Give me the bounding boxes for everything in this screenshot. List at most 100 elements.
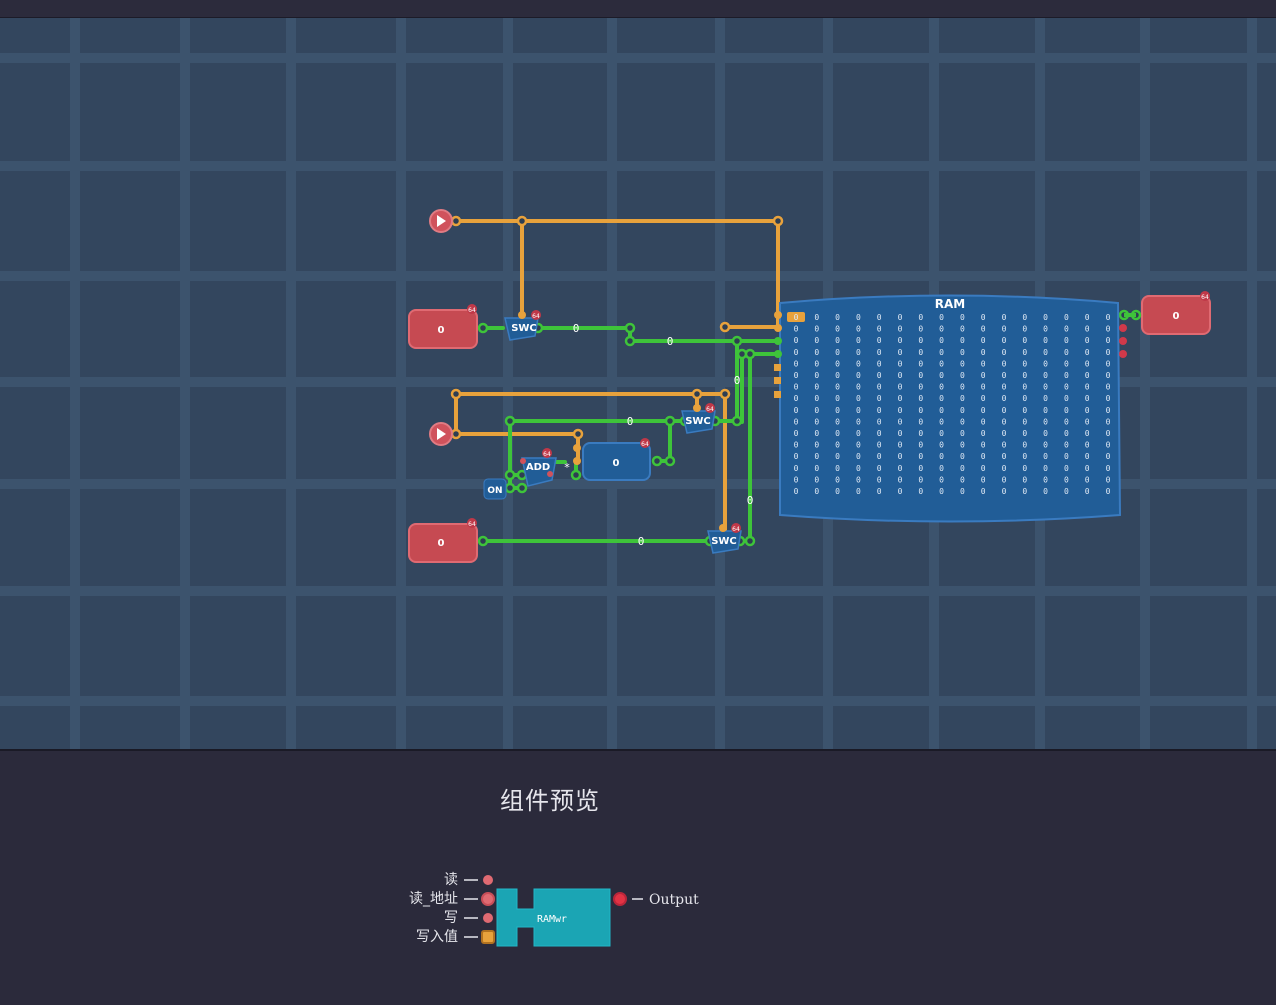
ram-cell: 0 bbox=[1106, 464, 1111, 473]
ram-cell: 0 bbox=[1002, 475, 1007, 484]
ram-cell: 0 bbox=[856, 417, 861, 426]
canvas-svg[interactable]: 0 0 0 0 0 0 bbox=[0, 18, 1276, 749]
ram-cell: 0 bbox=[981, 417, 986, 426]
ram-cell: 0 bbox=[1085, 359, 1090, 368]
preview-pin bbox=[483, 913, 493, 923]
ram-port-read[interactable] bbox=[774, 311, 782, 319]
ram-cell: 0 bbox=[1085, 417, 1090, 426]
ram-cell: 0 bbox=[898, 429, 903, 438]
ram-cell: 0 bbox=[1022, 452, 1027, 461]
ram-cell: 0 bbox=[1085, 371, 1090, 380]
ram-cell: 0 bbox=[981, 429, 986, 438]
ram-cell: 0 bbox=[856, 475, 861, 484]
ram-cell: 0 bbox=[835, 383, 840, 392]
ram-cell: 0 bbox=[1085, 475, 1090, 484]
ram-port[interactable] bbox=[774, 377, 781, 384]
ram-cell: 0 bbox=[918, 371, 923, 380]
ram-cell: 0 bbox=[960, 325, 965, 334]
bit-input-bottom[interactable] bbox=[429, 422, 453, 446]
ram-cell: 0 bbox=[1106, 313, 1111, 322]
ram-cell: 0 bbox=[1043, 359, 1048, 368]
ram-cell: 0 bbox=[835, 371, 840, 380]
ram-cell: 0 bbox=[1106, 336, 1111, 345]
switch-3[interactable]: SWC 64 bbox=[707, 523, 742, 554]
ram-cell: 0 bbox=[918, 452, 923, 461]
ram-cell: 0 bbox=[898, 452, 903, 461]
ram-cell: 0 bbox=[1064, 487, 1069, 496]
ram-cell: 0 bbox=[939, 336, 944, 345]
circuit-canvas[interactable]: 0 0 0 0 0 0 bbox=[0, 18, 1276, 749]
ram-cell: 0 bbox=[1002, 394, 1007, 403]
ram-cell: 0 bbox=[856, 406, 861, 415]
ram-cell: 0 bbox=[960, 359, 965, 368]
ram-cell: 0 bbox=[1022, 429, 1027, 438]
ram-cell: 0 bbox=[898, 348, 903, 357]
ram-cell: 0 bbox=[856, 452, 861, 461]
ram-port-write-value[interactable] bbox=[774, 350, 782, 358]
ram-cell: 0 bbox=[835, 359, 840, 368]
ram-cell: 0 bbox=[814, 348, 819, 357]
byte-input-bottom[interactable]: 0 64 bbox=[408, 518, 478, 563]
byte-output[interactable]: 0 64 bbox=[1118, 291, 1211, 335]
ram-cell: 0 bbox=[939, 383, 944, 392]
ram-cell: 0 bbox=[835, 394, 840, 403]
ram-cell: 0 bbox=[814, 452, 819, 461]
ram-port[interactable] bbox=[774, 391, 781, 398]
bit-input-top[interactable] bbox=[429, 209, 453, 233]
ram-port-out[interactable] bbox=[1119, 324, 1127, 332]
ram-cell: 0 bbox=[794, 417, 799, 426]
ram-cell: 0 bbox=[856, 429, 861, 438]
ram-cell: 0 bbox=[960, 371, 965, 380]
byte-input-top[interactable]: 0 64 bbox=[408, 304, 478, 349]
ram-cell: 0 bbox=[1064, 475, 1069, 484]
ram-cell: 0 bbox=[918, 487, 923, 496]
preview-title: 组件预览 bbox=[500, 787, 600, 815]
register-value: 0 bbox=[613, 458, 620, 469]
ram-cell: 0 bbox=[1106, 406, 1111, 415]
ram-cell: 0 bbox=[1085, 406, 1090, 415]
preview-output-label: Output bbox=[649, 892, 699, 908]
ram-cell: 0 bbox=[1085, 429, 1090, 438]
ram-cell: 0 bbox=[1106, 383, 1111, 392]
ram-cell: 0 bbox=[1106, 441, 1111, 450]
ram-cell: 0 bbox=[814, 371, 819, 380]
ram-cell: 0 bbox=[960, 406, 965, 415]
ram-cell: 0 bbox=[794, 313, 799, 322]
ram-cell: 0 bbox=[877, 406, 882, 415]
ram-cell: 0 bbox=[1043, 441, 1048, 450]
ram-cell: 0 bbox=[1106, 371, 1111, 380]
ram-cell: 0 bbox=[1085, 325, 1090, 334]
ram-cell: 0 bbox=[1043, 464, 1048, 473]
ram-cell: 0 bbox=[1022, 417, 1027, 426]
ram-cell: 0 bbox=[981, 348, 986, 357]
ram-port-read-address[interactable] bbox=[774, 324, 782, 332]
switch-2[interactable]: SWC 64 bbox=[681, 403, 716, 434]
ram-cell: 0 bbox=[1064, 348, 1069, 357]
ram-cell: 0 bbox=[814, 394, 819, 403]
ram-cell: 0 bbox=[877, 429, 882, 438]
switch-label: SWC bbox=[711, 536, 737, 547]
ram-port-out[interactable] bbox=[1119, 337, 1127, 345]
preview-body bbox=[496, 888, 611, 947]
ram-cell: 0 bbox=[981, 313, 986, 322]
adder[interactable]: ADD 64 * bbox=[520, 448, 570, 487]
ram-cell: 0 bbox=[1064, 417, 1069, 426]
ram-cell: 0 bbox=[960, 464, 965, 473]
ram-cell: 0 bbox=[939, 452, 944, 461]
ram-cell: 0 bbox=[898, 313, 903, 322]
ram-cell: 0 bbox=[1022, 348, 1027, 357]
ram-port-write[interactable] bbox=[774, 337, 782, 345]
ram-port-out[interactable] bbox=[1119, 350, 1127, 358]
ram-cell: 0 bbox=[1106, 417, 1111, 426]
ram-cell: 0 bbox=[960, 394, 965, 403]
switch-1[interactable]: SWC 64 bbox=[504, 310, 541, 341]
register[interactable]: 0 64 bbox=[573, 438, 651, 481]
ram-cell: 0 bbox=[814, 336, 819, 345]
ram-cell-grid: 0 0 0 0 0 0 0 0 0 0 0 0 0 0 0 0 0 0 0 0 0 0 0 0 0 0 0 0 0 0 0 0 0 0 0 0 0 0 0 0… bbox=[794, 313, 1111, 496]
ram-port[interactable] bbox=[774, 364, 781, 371]
on-constant[interactable]: ON bbox=[483, 478, 507, 500]
ram-cell: 0 bbox=[1043, 394, 1048, 403]
wire-label: 0 bbox=[734, 374, 741, 387]
ram-cell: 0 bbox=[1043, 417, 1048, 426]
